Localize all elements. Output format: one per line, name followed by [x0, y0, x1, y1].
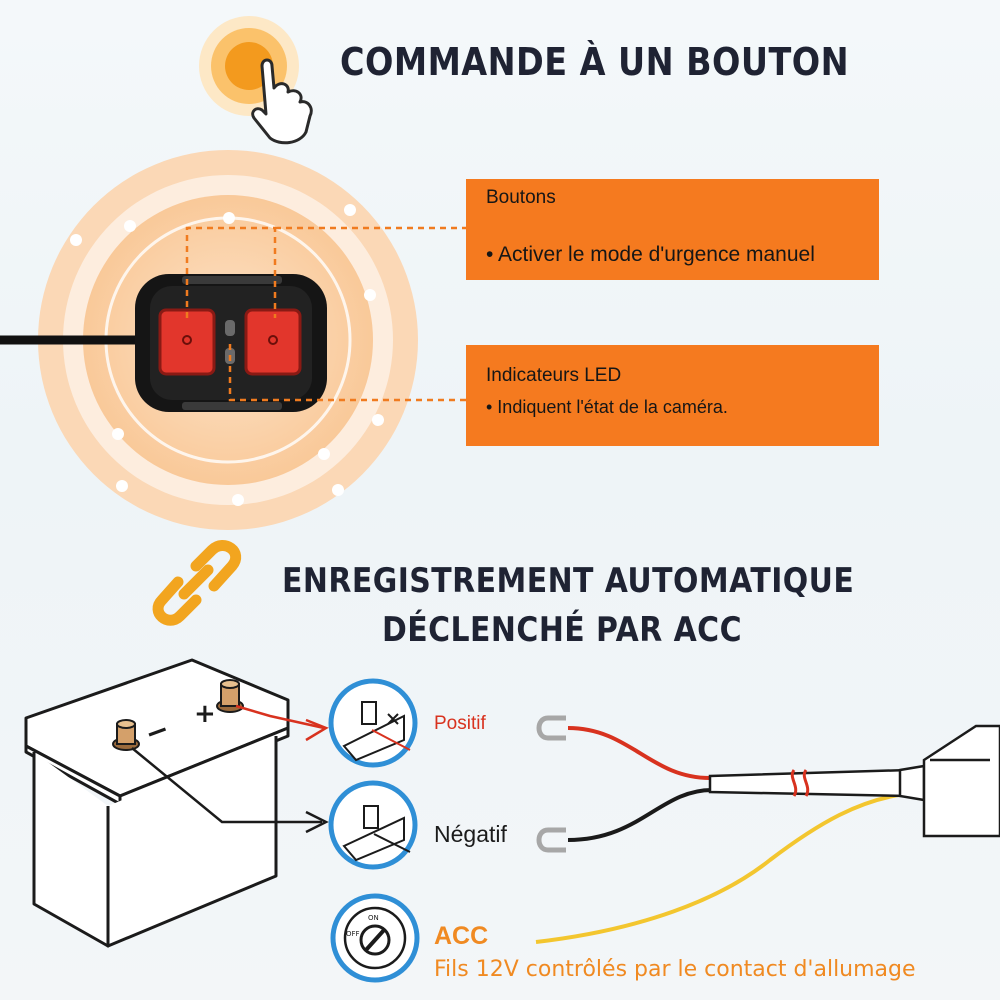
acc-wire: [535, 792, 906, 944]
negative-spade-connector: [536, 827, 566, 853]
battery-terminal-positive: [216, 679, 244, 713]
outer-ring: [38, 150, 418, 530]
positive-wire: [567, 726, 711, 780]
left-button: [158, 308, 216, 376]
main-cable: [708, 768, 910, 798]
dashcam-device: [898, 724, 1000, 838]
switch-off-label: OFF: [346, 930, 360, 938]
battery-plus-sign: +: [194, 699, 216, 729]
inner-ring: [83, 195, 373, 485]
battery-terminal-negative: [112, 719, 140, 751]
leader-lines: [185, 226, 468, 402]
section2-title-line1: ENREGISTREMENT AUTOMATIQUE: [282, 561, 855, 601]
inner-ring-outline: [104, 216, 352, 464]
negative-terminal-icon: [328, 780, 418, 870]
led-bottom: [225, 348, 235, 364]
led-callout-title: Indicateurs LED: [486, 365, 622, 386]
positive-terminal-icon: [328, 678, 418, 768]
led-callout-bullet: • Indiquent l'état de la caméra.: [486, 397, 728, 417]
negative-label: Négatif: [434, 821, 507, 847]
ignition-switch-icon: ON OFF: [330, 893, 420, 983]
positive-label: Positif: [434, 713, 486, 734]
buttons-callout-bullet: • Activer le mode d'urgence manuel: [486, 243, 815, 266]
section2-title-line2: DÉCLENCHÉ PAR ACC: [382, 610, 742, 650]
battery-minus-sign: −: [140, 712, 173, 751]
acc-label: ACC: [434, 922, 489, 950]
led-callout: Indicateurs LED • Indiquent l'état de la…: [466, 345, 879, 446]
middle-ring: [63, 175, 393, 505]
buttons-callout-title: Boutons: [486, 187, 556, 208]
led-top: [225, 320, 235, 336]
right-button: [244, 308, 302, 376]
remote-body: [135, 274, 327, 412]
positive-spade-connector: [536, 715, 566, 741]
negative-wire: [567, 788, 713, 842]
tap-hand-icon: [199, 16, 313, 145]
buttons-callout: Boutons • Activer le mode d'urgence manu…: [466, 179, 879, 280]
switch-on-label: ON: [368, 914, 379, 922]
ring-dots: [70, 204, 384, 506]
chain-link-icon: [152, 540, 242, 626]
battery: [24, 658, 290, 948]
section1-title: COMMANDE À UN BOUTON: [340, 40, 850, 84]
acc-description: Fils 12V contrôlés par le contact d'allu…: [434, 957, 916, 982]
